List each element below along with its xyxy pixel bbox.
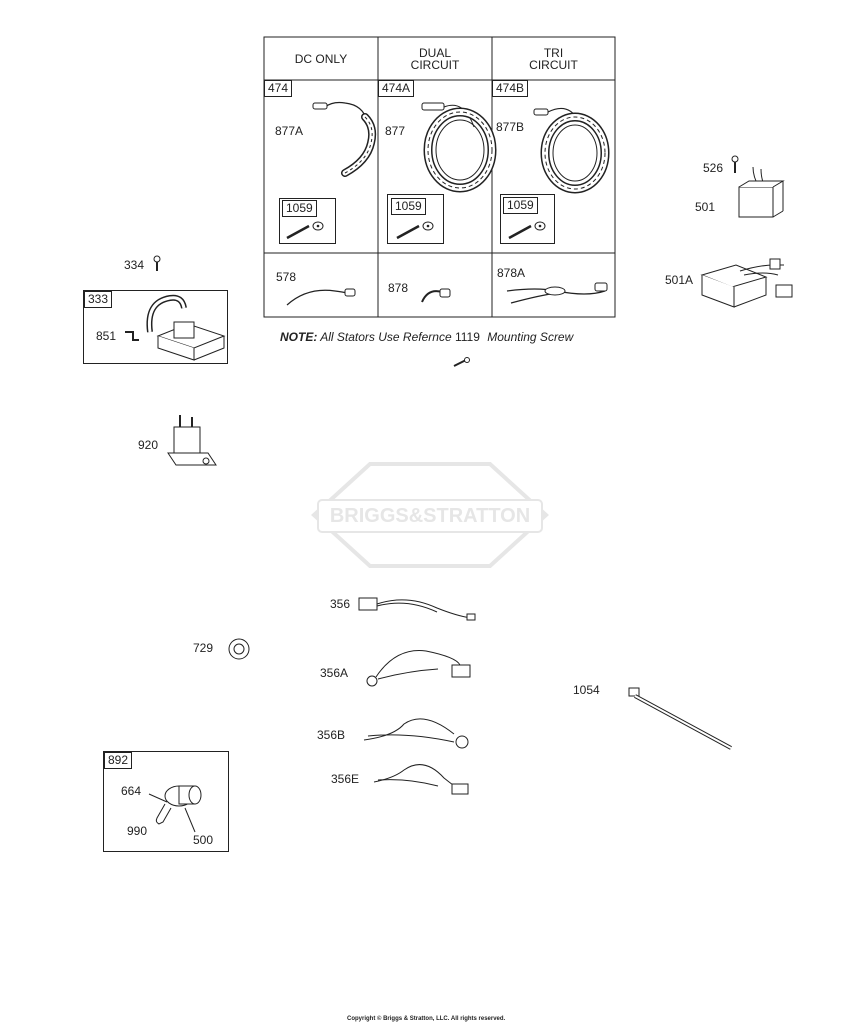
label-664[interactable]: 664	[121, 784, 142, 798]
hardware-tag-1059-dual[interactable]: 1059	[391, 198, 426, 215]
screw-washer-icon	[396, 221, 434, 240]
col-header-dual-circuit: DUAL CIRCUIT	[378, 37, 492, 80]
label-356[interactable]: 356	[330, 597, 351, 611]
lead-878-drawing[interactable]	[418, 282, 468, 312]
cable-tie-1054-drawing[interactable]	[627, 686, 737, 756]
lead-878a-drawing[interactable]	[505, 275, 615, 315]
col-header-dual-line1: DUAL	[418, 45, 451, 60]
label-877a[interactable]: 877A	[275, 124, 304, 138]
label-578[interactable]: 578	[276, 270, 297, 284]
lead-578-drawing[interactable]	[285, 275, 365, 315]
note-suffix: Mounting Screw	[487, 330, 574, 344]
note-prefix: NOTE:	[280, 330, 318, 344]
label-920[interactable]: 920	[138, 438, 159, 452]
clip-851-icon[interactable]	[123, 330, 143, 344]
kit-tag-474a[interactable]: 474A	[378, 80, 415, 97]
label-878a[interactable]: 878A	[497, 266, 526, 280]
stator-877a-drawing[interactable]	[305, 95, 385, 177]
switch-box-892	[103, 751, 229, 852]
hardware-box-1059-dc	[279, 198, 336, 244]
stator-877b-drawing[interactable]	[530, 95, 630, 195]
watermark-text: BRIGGS&STRATTON	[330, 505, 530, 527]
label-500[interactable]: 500	[193, 833, 214, 847]
note-text: All Stators Use Refernce	[320, 330, 452, 344]
copyright-footer: Copyright © Briggs & Stratton, LLC. All …	[347, 1016, 506, 1022]
label-356a[interactable]: 356A	[320, 666, 349, 680]
label-877b[interactable]: 877B	[496, 120, 525, 134]
regulator-501a-drawing[interactable]	[700, 255, 800, 315]
label-526[interactable]: 526	[703, 161, 724, 175]
note-ref-1119[interactable]: 1119	[454, 330, 480, 344]
col-header-dc-only-text: DC ONLY	[294, 51, 348, 66]
col-header-dual-line2: CIRCUIT	[410, 57, 460, 72]
stator-note: NOTE: All Stators Use Refernce 1119 Moun…	[280, 330, 573, 344]
label-990[interactable]: 990	[127, 824, 148, 838]
screw-334-icon[interactable]	[152, 255, 164, 275]
stator-877-drawing[interactable]	[412, 95, 512, 195]
label-878[interactable]: 878	[388, 281, 409, 295]
harness-356e-drawing[interactable]	[370, 760, 480, 800]
solenoid-920-drawing[interactable]	[162, 413, 222, 475]
label-356b[interactable]: 356B	[317, 728, 346, 742]
label-501[interactable]: 501	[695, 200, 716, 214]
col-header-tri-line2: CIRCUIT	[529, 57, 578, 72]
col-header-dc-only: DC ONLY	[264, 37, 378, 80]
coil-box-333	[83, 290, 228, 364]
mounting-screw-icon[interactable]	[452, 356, 472, 370]
screw-526-icon[interactable]	[730, 155, 744, 175]
coil-tag-333[interactable]: 333	[84, 291, 113, 308]
switch-tag-892[interactable]: 892	[104, 752, 133, 769]
label-1054[interactable]: 1054	[573, 683, 600, 697]
hardware-tag-1059-dc[interactable]: 1059	[282, 200, 317, 217]
label-877[interactable]: 877	[385, 124, 406, 138]
label-501a[interactable]: 501A	[665, 273, 694, 287]
col-header-tri-circuit: TRI CIRCUIT	[492, 37, 615, 80]
label-729[interactable]: 729	[193, 641, 214, 655]
hardware-box-1059-tri	[500, 194, 555, 244]
label-356e[interactable]: 356E	[331, 772, 360, 786]
screw-washer-icon	[286, 221, 324, 240]
kit-tag-474[interactable]: 474	[264, 80, 293, 97]
harness-356b-drawing[interactable]	[360, 712, 480, 752]
ignition-switch-drawing[interactable]	[145, 780, 215, 840]
hardware-box-1059-dual	[387, 194, 444, 244]
col-header-tri-line1: TRI	[543, 45, 564, 60]
grommet-729-drawing[interactable]	[225, 633, 255, 663]
label-851[interactable]: 851	[96, 329, 117, 343]
ignition-coil-drawing[interactable]	[140, 292, 230, 362]
harness-356a-drawing[interactable]	[360, 643, 480, 693]
hardware-tag-1059-tri[interactable]: 1059	[503, 197, 538, 214]
label-334[interactable]: 334	[124, 258, 145, 272]
screw-washer-icon	[508, 221, 546, 240]
briggs-stratton-watermark: BRIGGS&STRATTON	[311, 462, 549, 568]
regulator-501-drawing[interactable]	[735, 165, 785, 225]
harness-356-drawing[interactable]	[355, 590, 480, 630]
kit-tag-474b[interactable]: 474B	[492, 80, 529, 97]
